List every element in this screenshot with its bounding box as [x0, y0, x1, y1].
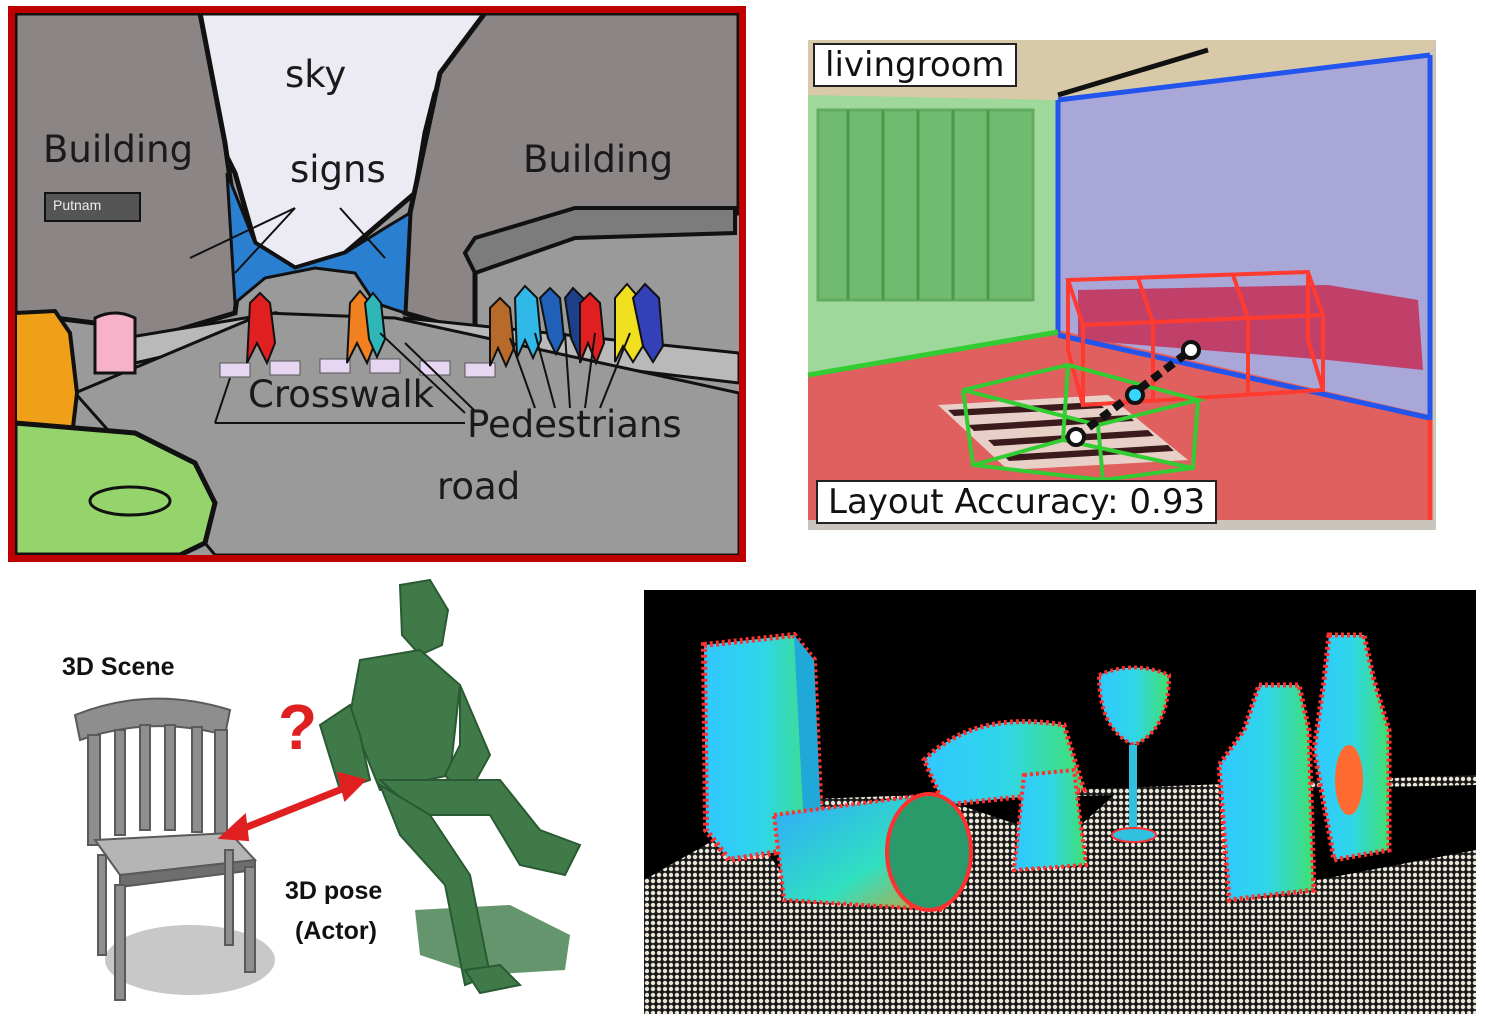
label-pointer-lines — [189, 207, 631, 424]
room-type-label: livingroom — [813, 43, 1017, 87]
pink-bin — [93, 311, 137, 375]
box-object — [700, 631, 826, 864]
pedestrian-figures — [246, 282, 665, 369]
point-cloud-illustration — [644, 590, 1476, 1014]
green-figure — [318, 578, 582, 995]
bottle-object — [1216, 682, 1317, 903]
store-sign-text: Putnam — [53, 197, 102, 213]
signs-label: signs — [290, 148, 386, 191]
tall-bottle-object — [1311, 632, 1392, 863]
room-layout-panel: livingroom Layout Accuracy: 0.93 — [808, 40, 1436, 530]
layout-accuracy-label: Layout Accuracy: 0.93 — [816, 480, 1218, 524]
scene-label: 3D Scene — [62, 653, 175, 681]
pose-label-line1: 3D pose — [285, 877, 383, 905]
road-label: road — [437, 465, 521, 508]
chair — [73, 697, 258, 1001]
sofa — [1078, 285, 1423, 370]
pose-label-line2: (Actor) — [295, 917, 377, 945]
question-mark: ? — [278, 691, 318, 763]
curtain — [816, 108, 1035, 302]
building-right-label: Building — [523, 138, 674, 181]
pedestrians-label: Pedestrians — [467, 403, 682, 446]
building-left-label: Building — [43, 128, 194, 171]
room-layout-illustration — [808, 40, 1436, 530]
awning — [462, 206, 737, 276]
relation-arrow — [217, 771, 367, 842]
sky-label: sky — [285, 53, 347, 96]
scene-pose-panel: 3D Scene ? 3D pose (Actor) — [20, 575, 620, 1025]
store-sign — [44, 192, 141, 222]
measurement-line — [1066, 340, 1201, 447]
cup-object — [1011, 767, 1089, 873]
crosswalk-label: Crosswalk — [248, 373, 435, 416]
orange-storefront — [15, 308, 80, 455]
wine-glass-object — [1096, 665, 1172, 843]
layout-edges — [808, 47, 1433, 520]
scene-pose-illustration — [73, 578, 582, 1001]
left-building — [15, 13, 243, 346]
cylinder-object — [771, 792, 973, 913]
point-cloud-panel — [644, 590, 1476, 1014]
street-segmentation-illustration — [15, 13, 739, 555]
table-bounding-box — [961, 362, 1206, 483]
street-segmentation-panel: sky Building Building signs Crosswalk Pe… — [8, 6, 746, 562]
figure-shadow — [415, 905, 570, 975]
signs-region — [225, 172, 412, 316]
